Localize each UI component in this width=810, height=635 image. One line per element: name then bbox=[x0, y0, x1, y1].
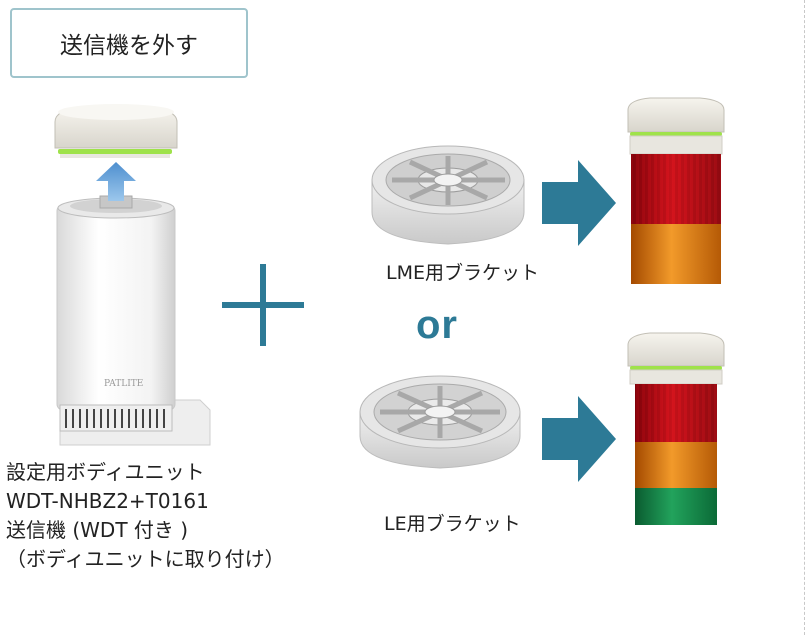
le-bracket-illustration bbox=[360, 376, 520, 468]
lme-signal-tower bbox=[628, 98, 724, 284]
transmitter-cap bbox=[55, 104, 177, 158]
title-label: 送信機を外す bbox=[60, 26, 198, 60]
description-line: 設定用ボディユニット bbox=[6, 458, 285, 487]
description-line: 送信機 (WDT 付き ) bbox=[6, 516, 285, 545]
amber-lens bbox=[635, 442, 717, 488]
right-arrow-icon bbox=[542, 396, 616, 482]
lme-bracket-label: LME用ブラケット bbox=[386, 258, 539, 285]
green-light-ring bbox=[58, 149, 172, 154]
brand-text: PATLITE bbox=[104, 379, 143, 389]
body-unit-description: 設定用ボディユニット WDT-NHBZ2+T0161 送信機 (WDT 付き )… bbox=[6, 458, 285, 574]
plus-icon bbox=[222, 264, 304, 346]
le-signal-tower bbox=[628, 333, 724, 525]
title-box: 送信機を外す bbox=[10, 8, 248, 78]
right-arrow-icon bbox=[542, 160, 616, 246]
description-line: （ボディユニットに取り付け） bbox=[6, 545, 285, 574]
up-arrow-icon bbox=[96, 162, 136, 201]
page-divider bbox=[804, 0, 805, 635]
or-label: or bbox=[416, 303, 458, 348]
green-lens bbox=[635, 488, 717, 525]
description-line: WDT-NHBZ2+T0161 bbox=[6, 487, 285, 516]
vent-ribs bbox=[66, 409, 164, 428]
lme-bracket-illustration bbox=[372, 146, 524, 244]
amber-lens bbox=[631, 224, 721, 284]
le-bracket-label: LE用ブラケット bbox=[384, 509, 521, 536]
body-unit-illustration: PATLITE bbox=[57, 196, 210, 445]
